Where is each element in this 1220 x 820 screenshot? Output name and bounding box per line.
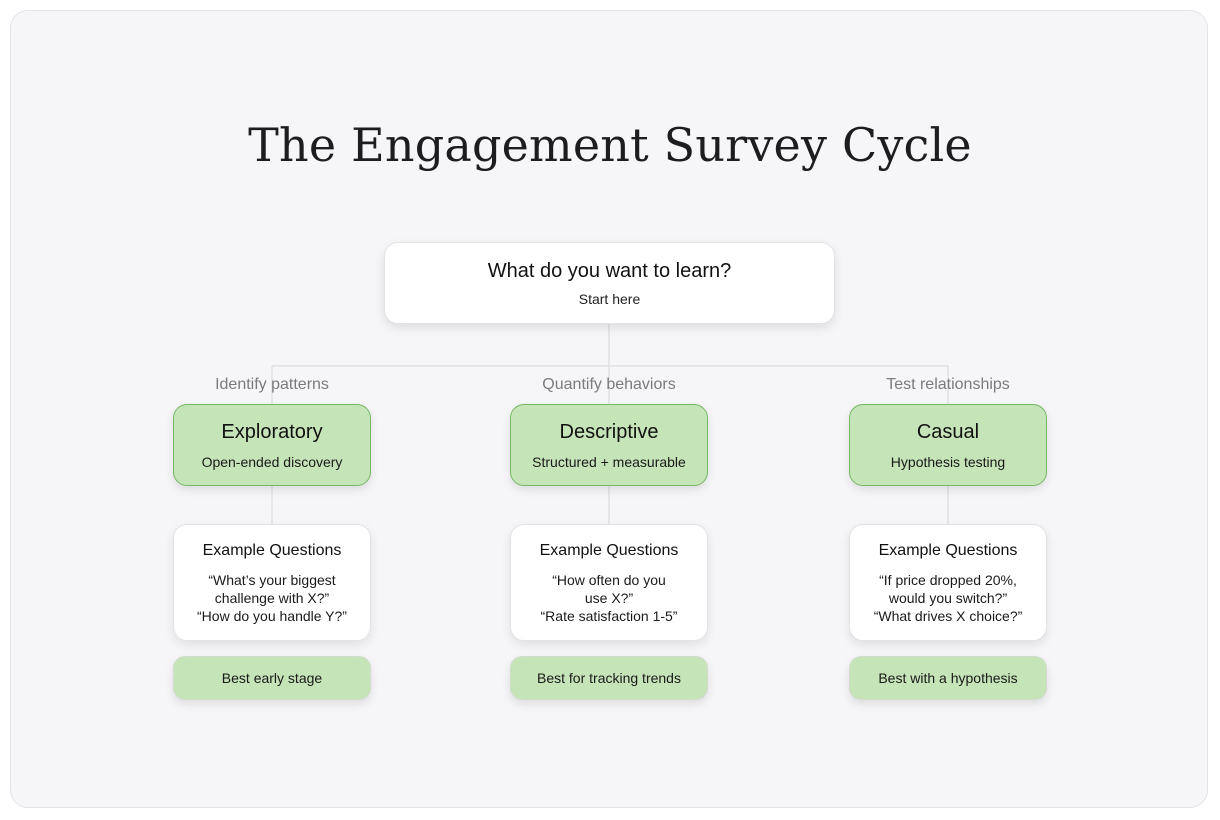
- diagram-title: The Engagement Survey Cycle: [248, 118, 972, 172]
- best-for-label-casual: Best with a hypothesis: [878, 670, 1018, 686]
- branch-label-descriptive: Quantify behaviors: [542, 376, 676, 393]
- example-line: “How often do you: [552, 572, 666, 588]
- example-line: use X?”: [584, 590, 634, 606]
- example-line: “What drives X choice?”: [873, 608, 1023, 624]
- type-subtitle-exploratory: Open-ended discovery: [201, 453, 343, 470]
- example-line: would you switch?”: [888, 590, 1008, 606]
- examples-heading-descriptive: Example Questions: [539, 542, 679, 559]
- example-line: “Rate satisfaction 1-5”: [540, 608, 678, 624]
- type-subtitle-casual: Hypothesis testing: [890, 453, 1006, 470]
- example-line: “What’s your biggest: [208, 572, 336, 588]
- best-for-node-descriptive: Best for tracking trends: [510, 656, 708, 700]
- branch-label-casual: Test relationships: [886, 376, 1010, 393]
- best-for-label-exploratory: Best early stage: [221, 670, 323, 686]
- type-title-exploratory: Exploratory: [221, 420, 323, 443]
- examples-node-casual: Example Questions “If price dropped 20%,…: [849, 524, 1047, 641]
- start-node-subtitle: Start here: [578, 290, 641, 307]
- example-line: “How do you handle Y?”: [197, 608, 347, 624]
- example-line: challenge with X?”: [214, 590, 330, 606]
- type-title-casual: Casual: [916, 420, 980, 443]
- best-for-label-descriptive: Best for tracking trends: [537, 670, 681, 686]
- type-subtitle-descriptive: Structured + measurable: [532, 453, 686, 470]
- start-node: What do you want to learn? Start here: [384, 242, 835, 324]
- type-node-casual: Casual Hypothesis testing: [849, 404, 1047, 486]
- example-line: “If price dropped 20%,: [879, 572, 1017, 588]
- type-node-descriptive: Descriptive Structured + measurable: [510, 404, 708, 486]
- best-for-node-exploratory: Best early stage: [173, 656, 371, 700]
- examples-heading-exploratory: Example Questions: [202, 542, 342, 559]
- branch-label-exploratory: Identify patterns: [215, 376, 329, 393]
- examples-node-descriptive: Example Questions “How often do you use …: [510, 524, 708, 641]
- type-title-descriptive: Descriptive: [559, 420, 659, 443]
- examples-node-exploratory: Example Questions “What’s your biggest c…: [173, 524, 371, 641]
- examples-heading-casual: Example Questions: [878, 542, 1018, 559]
- type-node-exploratory: Exploratory Open-ended discovery: [173, 404, 371, 486]
- start-node-title: What do you want to learn?: [487, 259, 732, 282]
- best-for-node-casual: Best with a hypothesis: [849, 656, 1047, 700]
